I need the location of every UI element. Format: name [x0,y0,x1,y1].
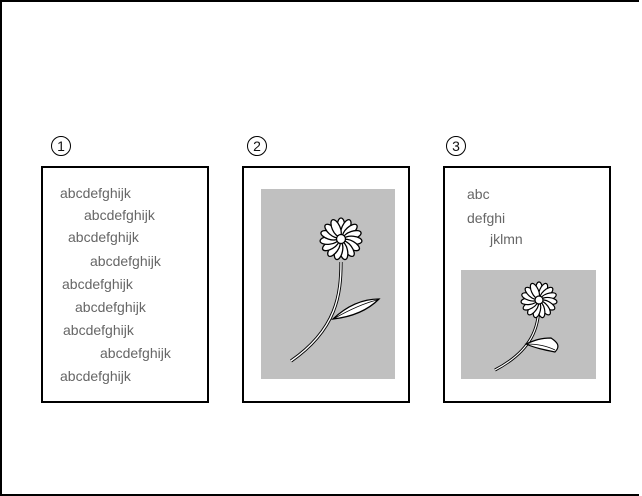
panel-1-number: 1 [51,136,71,156]
panel-3-mixed-page: abc defghi jklmn [443,166,611,403]
text-line: abcdefghijk [60,185,131,201]
text-line: abcdefghijk [100,345,171,361]
text-line: abcdefghijk [90,253,161,269]
text-line: abc [467,186,490,202]
image-area [261,189,395,379]
flower-icon [494,281,559,372]
image-area [461,270,596,379]
text-line: abcdefghijk [68,229,139,245]
panel-2-number: 2 [247,136,267,156]
text-line: abcdefghijk [63,322,134,338]
panel-1-text-page: abcdefghijk abcdefghijk abcdefghijk abcd… [41,166,209,403]
text-line: abcdefghijk [62,276,133,292]
text-line: defghi [467,210,506,226]
text-line: jklmn [490,231,523,247]
text-line: abcdefghijk [60,368,131,384]
panel-2-image-page [242,166,410,403]
panel-3-number: 3 [446,136,466,156]
flower-icon [290,217,381,363]
text-line: abcdefghijk [84,207,155,223]
text-line: abcdefghijk [75,299,146,315]
